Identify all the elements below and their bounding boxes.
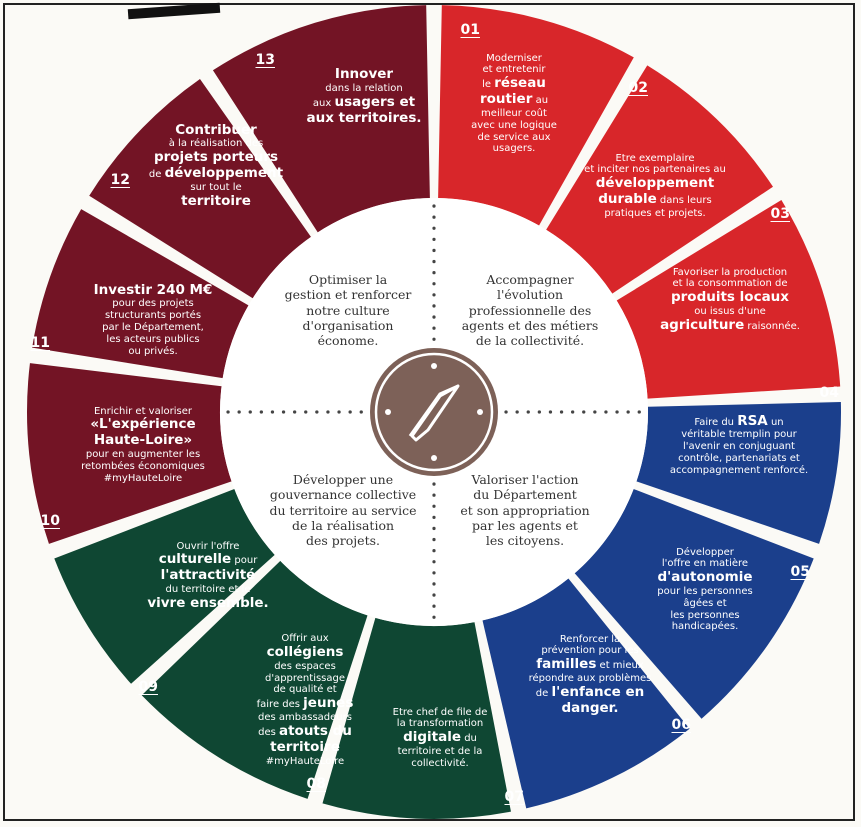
quadrant-line: Accompagner <box>486 272 574 287</box>
segment-10 <box>26 363 232 544</box>
quadrant-line: notre culture <box>306 302 390 318</box>
quadrant-top-right: Accompagner l'évolution professionnelle … <box>445 272 615 348</box>
segment-03 <box>616 199 841 399</box>
quadrant-line: économe. <box>317 333 379 348</box>
quadrant-line: Optimiser la <box>308 272 388 287</box>
quadrant-line: du Département <box>473 487 577 503</box>
quadrant-bottom-right: Valoriser l'action du Département et son… <box>440 472 610 548</box>
quadrant-top-left: Optimiser la gestion et renforcer notre … <box>263 272 433 348</box>
segment-07 <box>322 617 511 819</box>
quadrant-line: Valoriser l'action <box>471 472 579 487</box>
page-frame <box>3 3 855 821</box>
segment-06 <box>482 578 690 809</box>
segment-layer <box>26 5 841 819</box>
quadrant-line: par les agents et <box>472 517 578 533</box>
quadrant-line: gestion et renforcer <box>284 287 412 303</box>
quadrant-bottom-left: Développer une gouvernance collective du… <box>258 472 428 548</box>
segment-09 <box>54 489 275 684</box>
quadrant-line: des projets. <box>306 533 380 548</box>
segment-04 <box>636 402 841 544</box>
quadrant-line: et son appropriation <box>460 502 590 518</box>
quadrant-line: de la réalisation <box>291 517 395 533</box>
quadrant-line: de la collectivité. <box>475 333 585 348</box>
quadrant-line: gouvernance collective <box>269 487 417 503</box>
quadrant-line: Développer une <box>292 472 394 487</box>
segment-11 <box>32 209 249 379</box>
quadrant-line: du territoire au service <box>269 502 417 518</box>
quadrant-line: l'évolution <box>496 287 564 303</box>
dotted-dividers <box>226 204 642 620</box>
quadrant-line: professionnelle des <box>468 302 592 318</box>
compass-icon <box>370 348 498 476</box>
quadrant-line: les citoyens. <box>485 533 565 548</box>
quadrant-line: agents et des métiers <box>461 317 599 333</box>
segment-05 <box>574 489 814 719</box>
segment-12 <box>89 79 311 299</box>
segment-01 <box>438 5 634 226</box>
segment-08 <box>141 560 368 799</box>
quadrant-line: d'organisation <box>302 317 394 333</box>
segment-13 <box>212 5 430 233</box>
segment-02 <box>546 65 773 294</box>
